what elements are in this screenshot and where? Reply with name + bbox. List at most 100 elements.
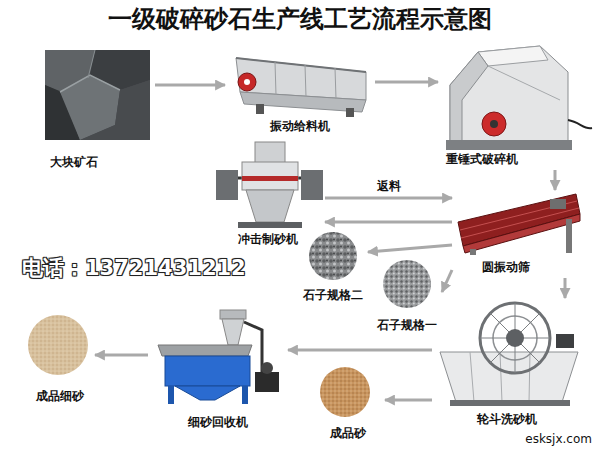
edge-label: 返料	[374, 179, 404, 193]
circular-vibrating-screen	[458, 194, 580, 255]
machine-label: 成品砂	[330, 426, 366, 441]
gravel-size-2	[309, 232, 357, 280]
hammer-crusher	[446, 46, 592, 150]
crusher-base	[446, 140, 572, 150]
crusher-hopper	[478, 46, 548, 66]
machine-label: 轮斗洗砂机	[477, 412, 537, 427]
sand-maker-band	[242, 176, 298, 181]
crusher-side	[450, 52, 488, 148]
recovery-pump-motor	[261, 362, 273, 374]
gravel-size-1	[383, 260, 431, 308]
washer-wheel	[480, 303, 550, 373]
crusher-seam	[488, 66, 560, 100]
machine-label: 大块矿石	[50, 155, 98, 170]
sand-maker-motor	[301, 170, 323, 200]
crusher-rotor	[482, 112, 506, 136]
washer-rib	[470, 352, 474, 402]
screen-leg	[470, 249, 476, 255]
washer-motor	[556, 334, 574, 348]
feeder-rib	[275, 62, 276, 95]
machine-label: 石子规格一	[377, 318, 437, 333]
flow-arrow	[564, 278, 567, 298]
flow-arrow	[442, 270, 452, 292]
machine-label: 重锤式破碎机	[446, 152, 518, 167]
flow-arrow	[375, 81, 438, 84]
recovery-leg	[242, 386, 248, 404]
flow-arrow	[554, 170, 557, 190]
sand-maker-body	[242, 162, 298, 190]
phone-number: 电话：13721431212	[22, 254, 246, 282]
flow-arrow	[325, 221, 452, 224]
recovery-tank	[165, 356, 250, 386]
watermark: esksjx.com	[525, 432, 592, 447]
feeder-motor	[238, 73, 256, 91]
feeder-spring	[256, 104, 264, 114]
edge-label-wrap: 返料	[374, 175, 404, 194]
flow-arrow	[288, 349, 432, 352]
machine-label: 细砂回收机	[188, 415, 248, 430]
machine-label: 圆振动筛	[482, 260, 530, 275]
screen-exciter	[550, 199, 566, 209]
machine-node: 大块矿石	[40, 48, 155, 173]
machine-label: 石子规格二	[303, 288, 363, 303]
fine-sand-recovery-machine	[158, 310, 279, 404]
recovery-pump	[255, 372, 279, 392]
diagram-title: 一级破碎砂石生产线工艺流程示意图	[108, 4, 492, 34]
sand-maker-base	[238, 222, 302, 228]
cyclone	[222, 319, 244, 345]
recovery-hopper	[175, 386, 240, 400]
washer-hub	[506, 329, 524, 347]
impact-sand-maker	[216, 142, 323, 228]
crusher-body	[450, 46, 568, 148]
recovery-leg	[168, 386, 174, 404]
vibrating-feeder	[236, 58, 366, 117]
machine-label: 冲击制砂机	[238, 232, 298, 247]
feeder-motor-hub	[244, 79, 250, 85]
machine-node: 重锤式破碎机	[438, 42, 578, 170]
feeder-rib	[335, 68, 336, 99]
rock-edge	[88, 50, 95, 78]
recovery-screen	[158, 345, 252, 356]
flow-arrow	[95, 354, 148, 357]
phone-number-wrap: 电话：13721431212	[22, 254, 246, 282]
rock	[80, 80, 150, 140]
machine-label: 振动给料机	[270, 119, 330, 134]
feeder-rim	[236, 58, 366, 72]
cyclone-top	[220, 310, 246, 319]
feeder-rib	[305, 65, 306, 97]
machine-node: 石子规格二	[298, 228, 368, 306]
machine-node: 石子规格一	[372, 258, 442, 336]
flow-arrow	[155, 84, 225, 87]
machine-node: 成品砂	[310, 362, 385, 444]
rock-edge	[60, 75, 120, 92]
watermark-wrap: esksjx.com	[525, 432, 592, 447]
sand-maker-inlet	[255, 142, 285, 164]
screen-leg	[566, 219, 572, 253]
washer-base	[450, 400, 570, 406]
recovery-pipe	[244, 322, 262, 372]
flow-arrow	[368, 245, 452, 252]
bucket-wheel-sand-washer	[440, 303, 578, 406]
sand-maker-cone	[246, 190, 294, 222]
ore-rocks	[45, 50, 150, 140]
rock-ground	[45, 50, 150, 140]
machine-node: 成品细砂	[25, 312, 95, 407]
flow-arrow	[325, 197, 452, 200]
sand-maker-motor	[216, 170, 238, 200]
finished-sand-pile	[320, 367, 370, 417]
machine-node: 圆振动筛	[452, 190, 582, 278]
machine-node: 轮斗洗砂机	[432, 298, 582, 430]
machine-label: 成品细砂	[36, 389, 84, 404]
washer-rib	[529, 352, 530, 402]
crusher-cable	[568, 120, 592, 128]
washer-spoke	[490, 313, 540, 363]
machine-node: 冲击制砂机	[210, 140, 325, 250]
feeder-spring	[346, 108, 354, 117]
washer-rib	[500, 352, 502, 402]
machine-node: 细砂回收机	[148, 305, 288, 433]
